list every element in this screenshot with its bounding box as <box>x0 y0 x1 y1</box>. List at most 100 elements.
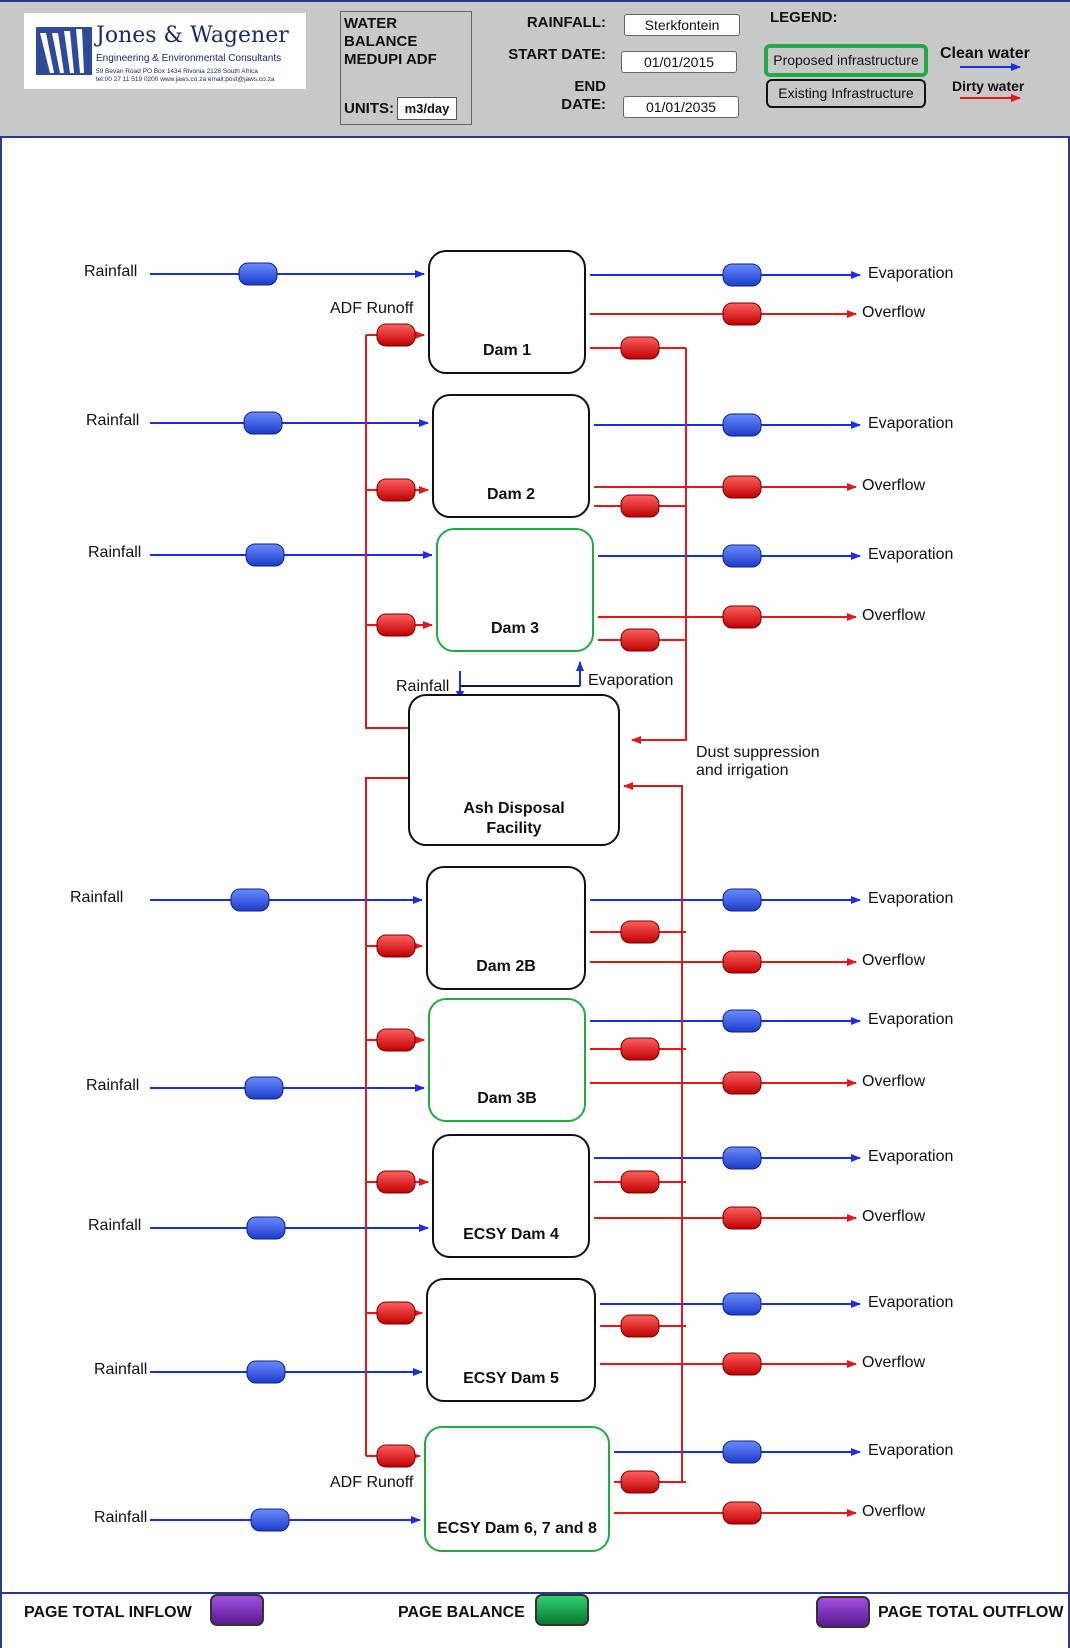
evaporation-flow-meter[interactable] <box>722 413 762 437</box>
adf-name-line: Facility <box>486 820 542 837</box>
overflow-label: Overflow <box>862 1208 926 1225</box>
dirty-inflow-meter[interactable] <box>376 1444 416 1468</box>
dam-box[interactable] <box>432 394 590 518</box>
overflow-flow-meter[interactable] <box>722 475 762 499</box>
title-box: WATER BALANCE MEDUPI ADF UNITS: m3/day <box>340 11 472 125</box>
footer-divider <box>0 1592 1070 1594</box>
dirty-inflow-meter[interactable] <box>376 323 416 347</box>
units-select[interactable]: m3/day <box>397 97 457 120</box>
overflow-flow-meter[interactable] <box>722 1352 762 1376</box>
rainfall-label: Rainfall <box>84 263 138 280</box>
header-bar: Jones & Wagener Engineering & Environmen… <box>0 0 1070 138</box>
rainfall-flow-meter[interactable] <box>246 1216 286 1240</box>
ash-disposal-facility-box[interactable] <box>408 694 620 846</box>
dam-name: Dam 3B <box>477 1090 537 1107</box>
rainfall-field[interactable]: Sterkfontein <box>624 14 740 36</box>
adf-runoff-bus-upper <box>365 335 408 729</box>
dam-box[interactable] <box>426 866 586 990</box>
dam-name: Dam 2B <box>476 958 536 975</box>
overflow-flow-meter[interactable] <box>722 1501 762 1525</box>
rainfall-flow-meter[interactable] <box>245 543 285 567</box>
return-flow-meter[interactable] <box>620 494 660 518</box>
page-total-inflow-label: PAGE TOTAL INFLOW <box>24 1604 192 1621</box>
adf-evaporation-label: Evaporation <box>588 672 674 689</box>
legend-clean-label: Clean water <box>940 45 1030 62</box>
overflow-label: Overflow <box>862 607 926 624</box>
page-total-outflow-value[interactable] <box>816 1596 870 1628</box>
return-flow-meter[interactable] <box>620 1314 660 1338</box>
start-date-field[interactable]: 01/01/2015 <box>621 51 737 73</box>
rainfall-flow-meter[interactable] <box>246 1360 286 1384</box>
dam-box[interactable] <box>426 1278 596 1402</box>
return-flow-meter[interactable] <box>620 920 660 944</box>
end-date-field[interactable]: 01/01/2035 <box>623 96 739 118</box>
evaporation-flow-meter[interactable] <box>722 1146 762 1170</box>
page-balance-value[interactable] <box>535 1594 589 1626</box>
dam-box[interactable] <box>428 250 586 374</box>
adf-name-line: Ash Disposal <box>463 800 565 817</box>
evaporation-flow-meter[interactable] <box>722 888 762 912</box>
rainfall-label: Rainfall <box>94 1361 148 1378</box>
rainfall-label: Rainfall <box>70 889 124 906</box>
overflow-flow-meter[interactable] <box>722 302 762 326</box>
dirty-inflow-meter[interactable] <box>376 478 416 502</box>
dam-box[interactable] <box>424 1426 610 1552</box>
adf-runoff-label: ADF Runoff <box>330 1474 414 1491</box>
dam-box[interactable] <box>436 528 594 652</box>
return-flow-meter[interactable] <box>620 1037 660 1061</box>
overflow-flow-meter[interactable] <box>722 1071 762 1095</box>
overflow-label: Overflow <box>862 1503 926 1520</box>
rainfall-label: Rainfall <box>88 544 142 561</box>
overflow-flow-meter[interactable] <box>722 1206 762 1230</box>
dam-name: Dam 2 <box>486 486 536 503</box>
title-line: MEDUPI ADF <box>344 51 437 68</box>
dirty-inflow-meter[interactable] <box>376 1028 416 1052</box>
rainfall-label: Rainfall <box>86 1077 140 1094</box>
units-label: UNITS: <box>344 100 394 117</box>
return-flow-meter[interactable] <box>620 628 660 652</box>
page-total-inflow-value[interactable] <box>210 1594 264 1626</box>
dam-name: ECSY Dam 6, 7 and 8 <box>437 1520 597 1537</box>
rainfall-flow-meter[interactable] <box>243 411 283 435</box>
evaporation-flow-meter[interactable] <box>722 1440 762 1464</box>
end-date-label-1: END <box>574 78 606 95</box>
rainfall-label: Rainfall <box>94 1509 148 1526</box>
dirty-inflow-meter[interactable] <box>376 1301 416 1325</box>
overflow-flow-meter[interactable] <box>722 605 762 629</box>
rainfall-flow-meter[interactable] <box>250 1508 290 1532</box>
return-bus-upper <box>631 348 687 744</box>
rainfall-flow-meter[interactable] <box>230 888 270 912</box>
evaporation-flow-meter[interactable] <box>722 544 762 568</box>
evaporation-label: Evaporation <box>868 890 954 907</box>
legend-title: LEGEND: <box>770 9 838 26</box>
page-balance-label: PAGE BALANCE <box>398 1604 525 1621</box>
return-flow-meter[interactable] <box>620 1170 660 1194</box>
dirty-inflow-meter[interactable] <box>376 934 416 958</box>
legend-proposed: Proposed infrastructure <box>764 44 928 77</box>
dirty-inflow-meter[interactable] <box>376 1170 416 1194</box>
company-address: 59 Bevan Road PO Box 1434 Rivonia 2128 S… <box>96 68 258 75</box>
rainfall-flow-meter[interactable] <box>244 1076 284 1100</box>
title-line: BALANCE <box>344 33 418 50</box>
evaporation-label: Evaporation <box>868 1148 954 1165</box>
overflow-label: Overflow <box>862 952 926 969</box>
dam-box[interactable] <box>428 998 586 1122</box>
evaporation-label: Evaporation <box>868 1442 954 1459</box>
rainfall-label: Rainfall <box>86 412 140 429</box>
dam-box[interactable] <box>432 1134 590 1258</box>
page-total-outflow-label: PAGE TOTAL OUTFLOW <box>878 1604 1064 1621</box>
evaporation-flow-meter[interactable] <box>722 263 762 287</box>
end-date-label-2: DATE: <box>561 96 606 113</box>
evaporation-flow-meter[interactable] <box>722 1292 762 1316</box>
return-flow-meter[interactable] <box>620 336 660 360</box>
dirty-inflow-meter[interactable] <box>376 613 416 637</box>
evaporation-flow-meter[interactable] <box>722 1009 762 1033</box>
start-date-label: START DATE: <box>508 46 606 63</box>
dust-suppression-label: and irrigation <box>696 762 789 779</box>
legend-dirty-label: Dirty water <box>952 78 1025 94</box>
overflow-flow-meter[interactable] <box>722 950 762 974</box>
page-title: WATER BALANCE MEDUPI ADF <box>344 15 437 69</box>
return-flow-meter[interactable] <box>620 1470 660 1494</box>
rainfall-flow-meter[interactable] <box>238 262 278 286</box>
